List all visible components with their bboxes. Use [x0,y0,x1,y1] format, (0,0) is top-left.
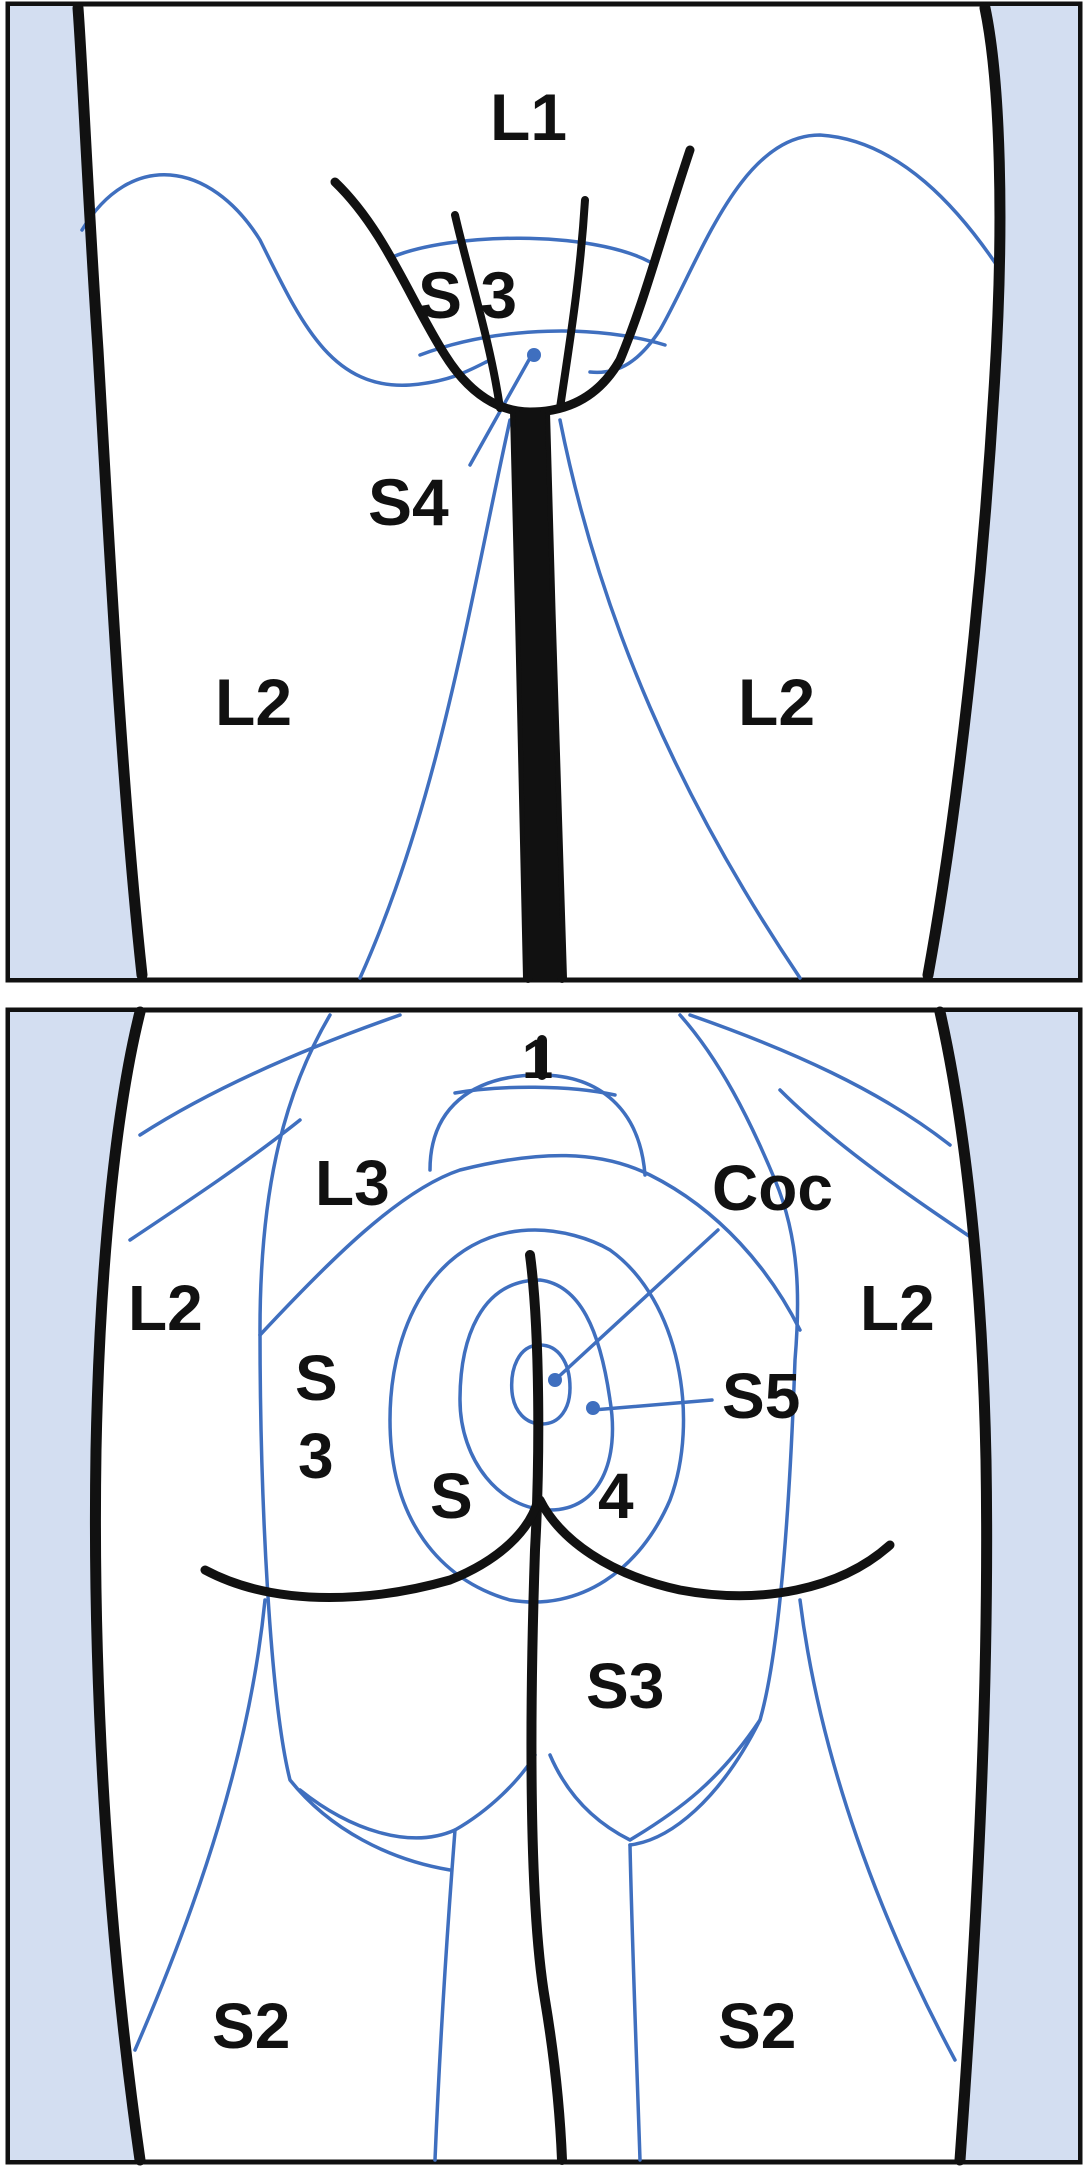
top-s4-dot [527,348,541,362]
bottom-label-s3-left-s: S [295,1342,338,1414]
top-l1-boundary-right [588,133,1002,375]
bottom-label-l3: L3 [315,1147,390,1219]
bottom-left-body-outline [89,1006,146,2166]
top-label-l2-left: L2 [215,665,292,739]
bottom-s2-boundary-left-outer [133,1598,267,2052]
bottom-s5-dot [586,1401,600,1415]
bottom-label-l2-right: L2 [860,1272,935,1344]
bottom-label-s2-left: S2 [212,1990,290,2062]
bottom-label-l2-left: L2 [128,1272,203,1344]
bottom-natal-cleft [525,1250,567,2165]
bottom-l2-upper-left [138,1013,402,1137]
top-l1-boundary-left [80,173,492,387]
bottom-right-skin-shade [940,1012,1078,2160]
top-label-l1: L1 [490,80,567,154]
top-s3-upper-arc [388,236,652,264]
bottom-s1-arc [453,1085,617,1097]
bottom-l3-outer-boundary [258,1013,452,1872]
bottom-label-s4-s: S [430,1460,473,1532]
top-left-skin-shade [10,6,144,978]
top-right-body-outline [922,2,1006,981]
bottom-label-s4-4: 4 [598,1460,634,1532]
bottom-label-s3-center: S3 [586,1650,664,1722]
top-l2-inner-right [558,418,802,980]
bottom-s3-lower-left [298,1753,537,1840]
bottom-s3-ring [388,1228,686,1604]
top-thigh-gap-fill [515,412,562,978]
bottom-gluteal-fold-right [535,1495,895,1601]
top-left-body-outline [72,2,148,981]
bottom-right-body-outline [934,1006,993,2166]
bottom-label-1: 1 [522,1027,553,1090]
top-inner-fold-right [556,196,589,412]
bottom-label-s2-right: S2 [718,1990,796,2062]
bottom-coc-dot [548,1373,562,1387]
bottom-panel: 1 L3 Coc L2 L2 S 3 S5 S 4 S3 S2 S2 [5,1006,1083,2166]
top-label-s3: S 3 [418,258,517,332]
top-label-s4: S4 [368,465,449,539]
top-s3-lower-arc [418,329,667,357]
top-panel: L1 S 3 S4 L2 L2 [5,1,1083,983]
bottom-coc-pointer [553,1228,720,1382]
bottom-l2-lower-right [778,1088,977,1242]
bottom-l3-outer-boundary-right [628,1013,800,1847]
bottom-s2-boundary-right-outer [798,1598,957,2062]
bottom-s3-lower-right [548,1718,762,1842]
top-inner-fold-left [451,211,504,412]
bottom-label-s5: S5 [722,1360,800,1432]
bottom-gluteal-fold-left [200,1495,543,1602]
top-l2-inner-left [358,418,512,980]
top-label-l2-right: L2 [738,665,815,739]
bottom-l3-inner-boundary [258,1153,802,1337]
bottom-s2-boundary-left-inner [433,1828,457,2162]
bottom-label-coc: Coc [712,1152,833,1224]
bottom-s2-boundary-right-inner [628,1843,642,2162]
bottom-s5-pointer [591,1398,714,1412]
bottom-l2-upper-right [688,1013,952,1147]
bottom-label-s3-left-3: 3 [298,1420,334,1492]
